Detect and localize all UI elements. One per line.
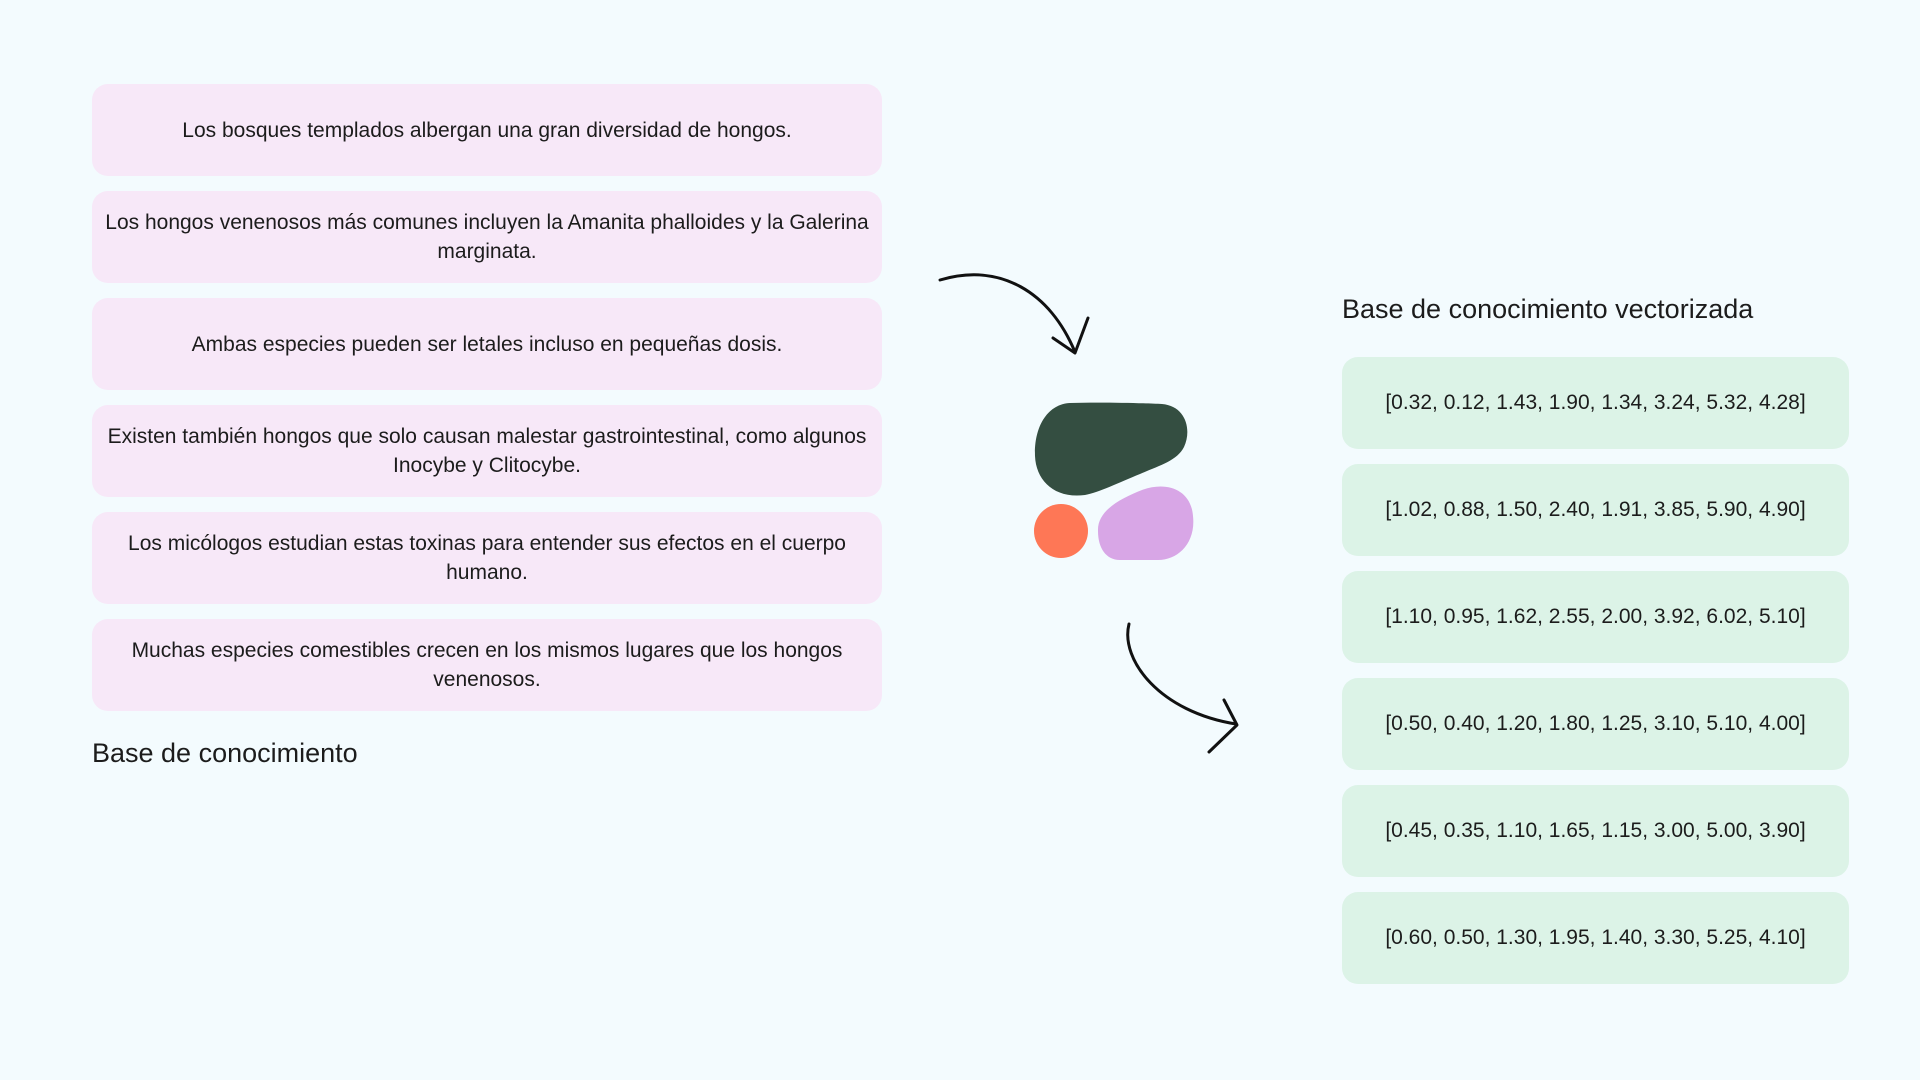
vector-item-text: [0.60, 0.50, 1.30, 1.95, 1.40, 3.30, 5.2… (1385, 926, 1806, 949)
logo-coral-dot (1034, 504, 1088, 558)
knowledge-base-title: Base de conocimiento (92, 738, 358, 768)
vectorized-base-list: [0.32, 0.12, 1.43, 1.90, 1.34, 3.24, 5.3… (1342, 357, 1849, 984)
vectorized-base-title: Base de conocimiento vectorizada (1342, 294, 1754, 324)
knowledge-base-item-text: Los hongos venenosos más comunes incluye… (105, 211, 869, 263)
embedding-model-logo-icon (1034, 402, 1194, 560)
logo-dark-blob (1034, 402, 1188, 496)
vector-item: [0.50, 0.40, 1.20, 1.80, 1.25, 3.10, 5.1… (1342, 678, 1849, 770)
vector-item-text: [0.32, 0.12, 1.43, 1.90, 1.34, 3.24, 5.3… (1385, 391, 1806, 414)
knowledge-base-item-text: Los micólogos estudian estas toxinas par… (128, 532, 846, 584)
knowledge-base-item: Los micólogos estudian estas toxinas par… (92, 512, 882, 604)
input-arrow-icon (938, 273, 1090, 355)
knowledge-base-item: Ambas especies pueden ser letales inclus… (92, 298, 882, 390)
vector-item-text: [0.45, 0.35, 1.10, 1.65, 1.15, 3.00, 5.0… (1385, 819, 1806, 842)
vector-item: [0.32, 0.12, 1.43, 1.90, 1.34, 3.24, 5.3… (1342, 357, 1849, 449)
knowledge-base-item: Muchas especies comestibles crecen en lo… (92, 619, 882, 711)
knowledge-base-item-text: Existen también hongos que solo causan m… (107, 425, 867, 477)
vector-item: [0.45, 0.35, 1.10, 1.65, 1.15, 3.00, 5.0… (1342, 785, 1849, 877)
logo-lilac-blob (1097, 486, 1194, 560)
knowledge-base-item: Existen también hongos que solo causan m… (92, 405, 882, 497)
knowledge-base-list: Los bosques templados albergan una gran … (92, 84, 882, 711)
knowledge-base-item: Los hongos venenosos más comunes incluye… (92, 191, 882, 283)
vector-item-text: [1.02, 0.88, 1.50, 2.40, 1.91, 3.85, 5.9… (1385, 498, 1806, 521)
vector-item: [0.60, 0.50, 1.30, 1.95, 1.40, 3.30, 5.2… (1342, 892, 1849, 984)
knowledge-base-item-text: Ambas especies pueden ser letales inclus… (191, 332, 783, 356)
output-arrow-icon (1126, 622, 1239, 754)
vector-item-text: [0.50, 0.40, 1.20, 1.80, 1.25, 3.10, 5.1… (1385, 712, 1806, 735)
vector-item: [1.02, 0.88, 1.50, 2.40, 1.91, 3.85, 5.9… (1342, 464, 1849, 556)
knowledge-base-item-text: Muchas especies comestibles crecen en lo… (131, 639, 843, 691)
vector-item: [1.10, 0.95, 1.62, 2.55, 2.00, 3.92, 6.0… (1342, 571, 1849, 663)
knowledge-base-item: Los bosques templados albergan una gran … (92, 84, 882, 176)
knowledge-base-item-text: Los bosques templados albergan una gran … (182, 118, 792, 142)
vector-item-text: [1.10, 0.95, 1.62, 2.55, 2.00, 3.92, 6.0… (1385, 605, 1806, 628)
